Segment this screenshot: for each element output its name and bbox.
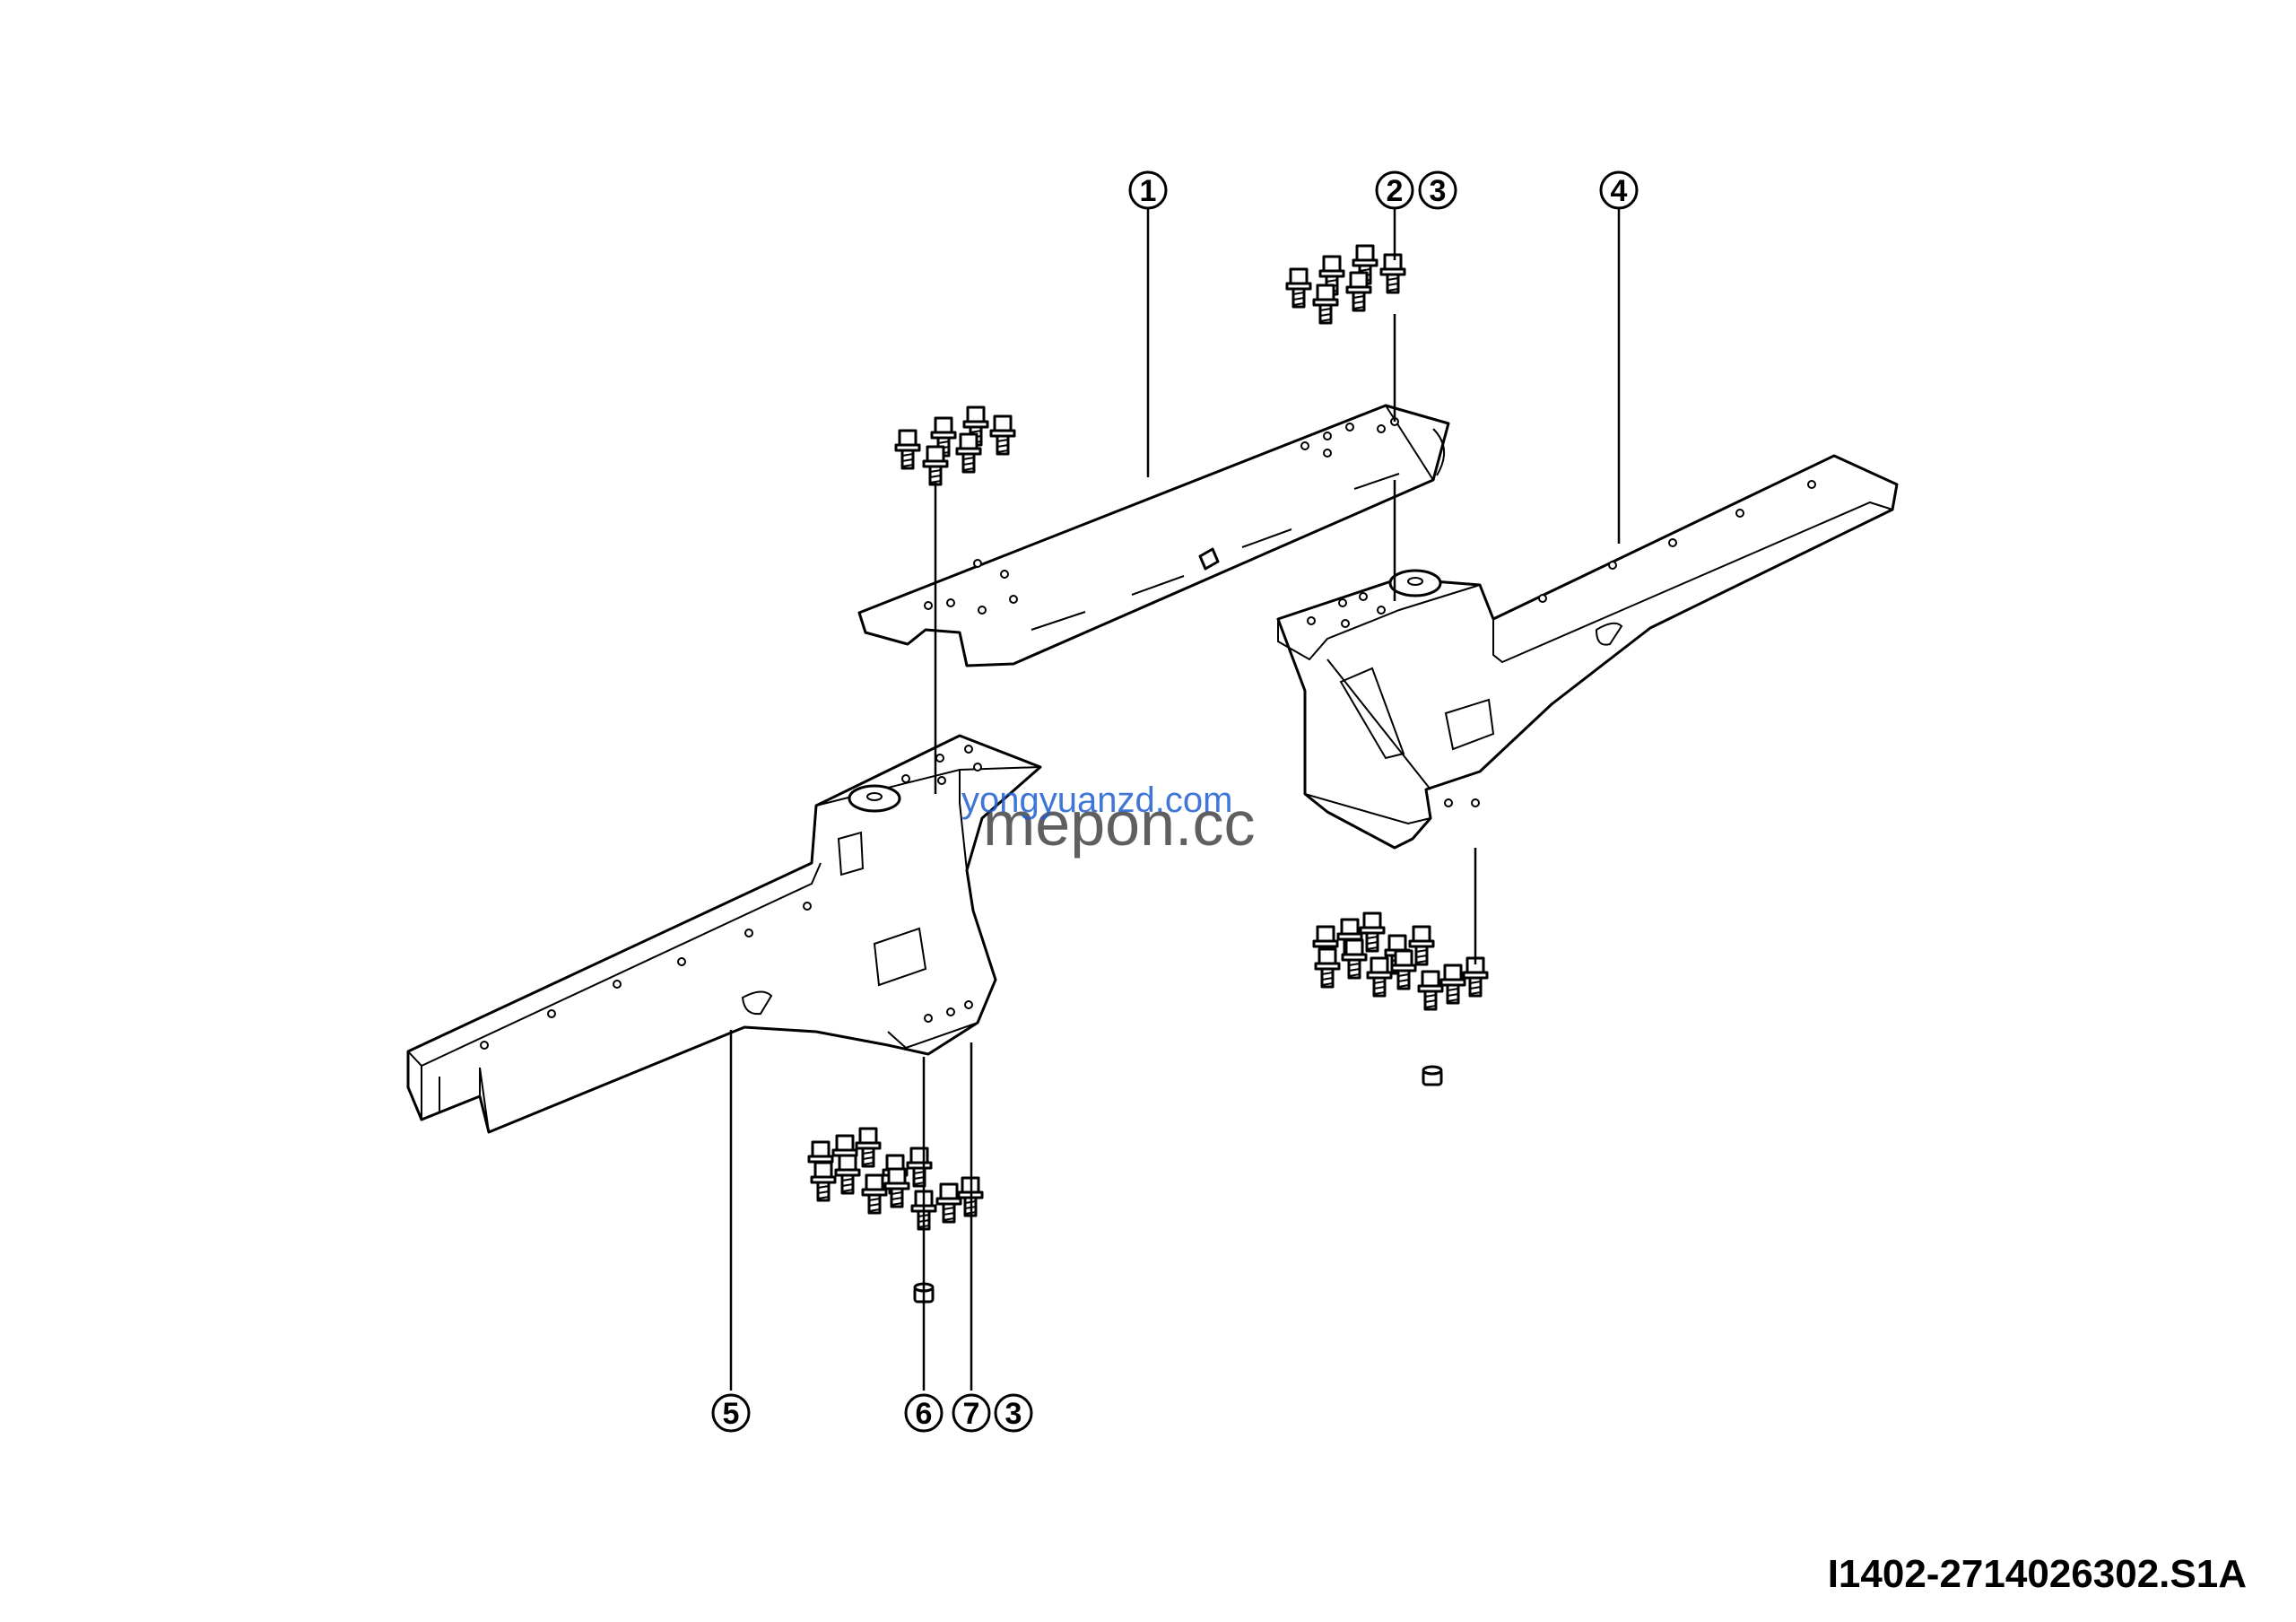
callout-5: 5 — [711, 1393, 751, 1433]
alignment-lines — [934, 314, 1477, 964]
callout-7: 7 — [952, 1393, 991, 1433]
callout-5-number: 5 — [723, 1397, 740, 1431]
callout-7-number: 7 — [963, 1397, 980, 1431]
watermark-mepon: mepon.cc — [983, 789, 1256, 859]
callout-2: 2 — [1375, 170, 1414, 210]
bolt-group-upper-left — [894, 406, 1016, 486]
callout-3-lower-number: 3 — [1005, 1397, 1022, 1431]
part-1-cross-plate — [857, 404, 1450, 667]
bolt-group-lower-right — [1312, 911, 1489, 1011]
bolt-group-lower-left — [807, 1127, 984, 1231]
watermark-yongyuan: yongyuanzd.com — [961, 780, 1233, 820]
callout-4: 4 — [1599, 170, 1639, 210]
callout-leaders — [729, 208, 1621, 1391]
spacer-right — [1422, 1065, 1443, 1086]
part-5-left-beam — [406, 734, 1042, 1134]
bolt-group-upper-right — [1285, 244, 1406, 325]
callout-2-number: 2 — [1387, 174, 1404, 208]
callout-4-number: 4 — [1611, 174, 1628, 208]
callout-3-upper: 3 — [1418, 170, 1457, 210]
callout-1-number: 1 — [1140, 174, 1157, 208]
callout-3-lower: 3 — [994, 1393, 1033, 1433]
callout-1: 1 — [1128, 170, 1168, 210]
callout-6-number: 6 — [916, 1397, 933, 1431]
drawing-reference-number: I1402-2714026302.S1A — [1827, 1552, 2247, 1596]
callout-6: 6 — [904, 1393, 944, 1433]
callout-3-upper-number: 3 — [1430, 174, 1447, 208]
part-4-right-beam — [1276, 454, 1899, 850]
